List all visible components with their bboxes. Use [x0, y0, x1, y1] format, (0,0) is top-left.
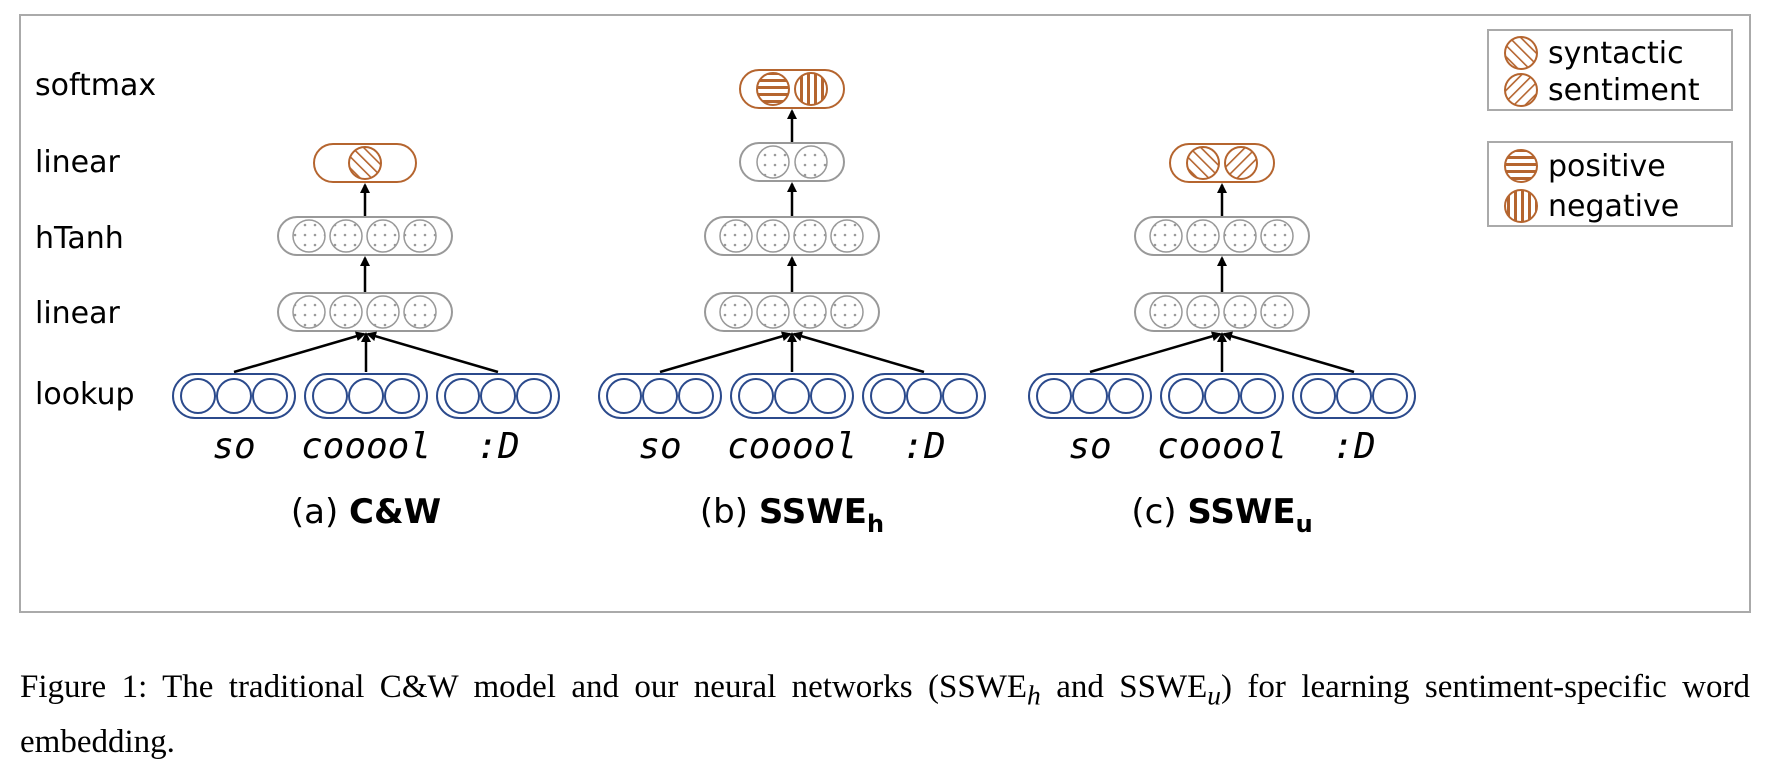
caption-text-3: ) for learning sentiment-specific word e…: [20, 669, 1750, 760]
arrows: [233, 183, 499, 374]
figure-caption: Figure 1: The traditional C&W model and …: [20, 664, 1750, 766]
word-vector-cooool: [1160, 373, 1284, 419]
word-vector-d: [1292, 373, 1416, 419]
legend-syntactic: syntactic: [1548, 36, 1684, 71]
lookup-layer: [1028, 373, 1416, 419]
htanh-layer: [704, 216, 880, 256]
panel-caption-cw: (a) C&W: [291, 492, 441, 532]
caption-sub-u: u: [1207, 679, 1222, 711]
arrows: [1089, 183, 1355, 374]
word-d: :D: [1332, 426, 1375, 467]
legend-output-types: syntactic sentiment: [1487, 29, 1733, 111]
syntactic-unit-icon: [348, 146, 382, 180]
output-syntactic-sentiment-layer: [1169, 143, 1275, 183]
word-vector-so: [1028, 373, 1152, 419]
layer-label-htanh: hTanh: [35, 221, 124, 256]
linear-hidden-layer: [277, 292, 453, 332]
negative-legend-icon: [1504, 189, 1538, 223]
layer-label-linear-bottom: linear: [35, 296, 121, 331]
figure-frame: [19, 14, 1751, 613]
syntactic-unit-icon: [1186, 146, 1220, 180]
linear-two-unit-layer: [739, 142, 845, 182]
figure-diagram: softmax linear hTanh linear lookup: [19, 14, 1751, 613]
caption-sub-h: h: [1027, 679, 1041, 711]
word-cooool: cooool: [301, 426, 431, 467]
linear-hidden-layer: [704, 292, 880, 332]
word-vector-so: [172, 373, 296, 419]
syntactic-legend-icon: [1504, 36, 1538, 70]
word-vector-d: [862, 373, 986, 419]
softmax-layer: [739, 69, 845, 109]
word-cooool: cooool: [727, 426, 857, 467]
word-so: so: [212, 426, 255, 467]
panel-caption-sswe-h: (b) SSWEh: [700, 492, 884, 538]
lookup-layer: [598, 373, 986, 419]
htanh-layer: [277, 216, 453, 256]
panel-sswe-h: so cooool :D (b) SSWEh: [598, 69, 986, 538]
word-so: so: [1068, 426, 1111, 467]
word-d: :D: [902, 426, 945, 467]
word-so: so: [638, 426, 681, 467]
sentiment-legend-icon: [1504, 73, 1538, 107]
layer-label-linear-top: linear: [35, 145, 121, 180]
figure-label: Figure 1:: [20, 669, 148, 705]
panel-caption-sswe-u: (c) SSWEu: [1131, 492, 1312, 538]
legend-sentiment: sentiment: [1548, 73, 1700, 108]
arrows: [659, 109, 925, 374]
layer-label-lookup: lookup: [35, 377, 135, 412]
word-vector-cooool: [304, 373, 428, 419]
htanh-layer: [1134, 216, 1310, 256]
negative-unit-icon: [794, 72, 828, 106]
positive-legend-icon: [1504, 149, 1538, 183]
legend-negative: negative: [1548, 189, 1679, 224]
word-cooool: cooool: [1157, 426, 1287, 467]
positive-unit-icon: [756, 72, 790, 106]
word-d: :D: [476, 426, 519, 467]
caption-text-2: and SSWE: [1040, 669, 1208, 705]
word-vector-so: [598, 373, 722, 419]
caption-text-1: The traditional C&W model and our neural…: [147, 669, 1028, 705]
output-syntactic-layer: [313, 143, 417, 183]
layer-label-softmax: softmax: [35, 68, 156, 103]
word-vector-d: [436, 373, 560, 419]
lookup-layer: [172, 373, 560, 419]
word-vector-cooool: [730, 373, 854, 419]
legend-positive: positive: [1548, 149, 1666, 184]
panel-cw: so cooool :D (a) C&W: [172, 143, 560, 532]
legend-polarity: positive negative: [1487, 141, 1733, 227]
linear-hidden-layer: [1134, 292, 1310, 332]
sentiment-unit-icon: [1224, 146, 1258, 180]
panel-sswe-u: so cooool :D (c) SSWEu: [1028, 143, 1416, 538]
